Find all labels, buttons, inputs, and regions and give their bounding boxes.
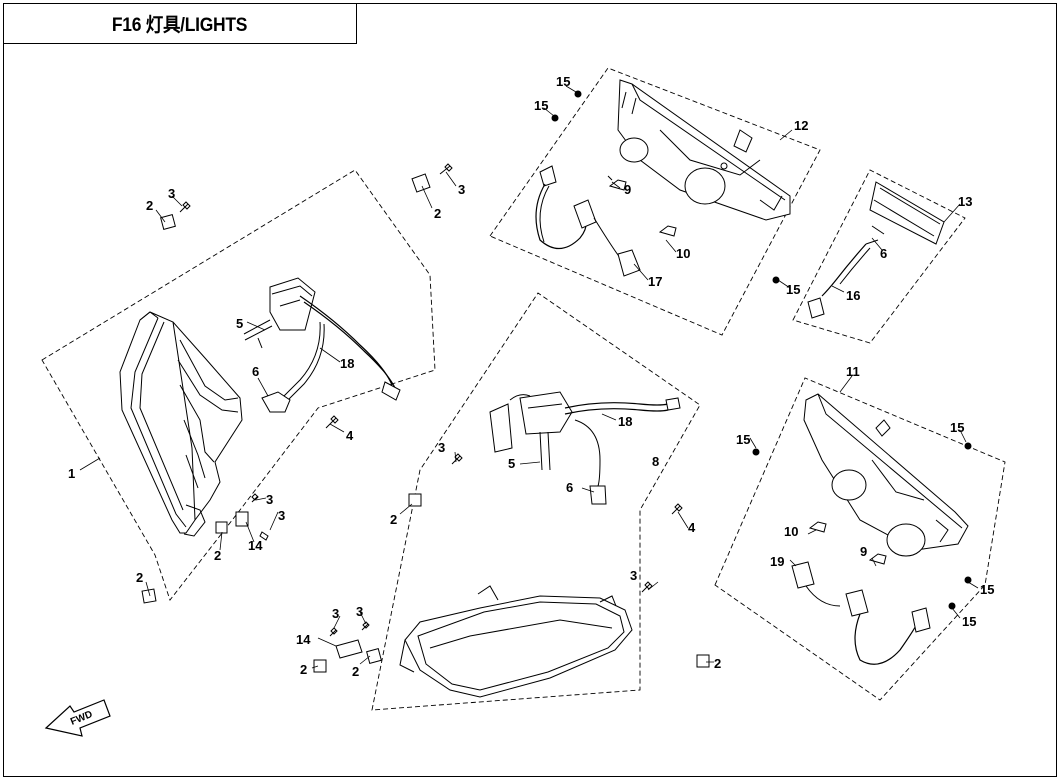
callout-18: 18 <box>340 356 354 371</box>
callout-2: 2 <box>136 570 143 585</box>
callout-19: 19 <box>770 554 784 569</box>
fasteners-right-headlight <box>313 453 710 673</box>
callout-17: 17 <box>648 274 662 289</box>
callout-6: 6 <box>566 480 573 495</box>
headlight-left-boundary <box>41 169 436 601</box>
callout-5: 5 <box>508 456 515 471</box>
callout-15: 15 <box>736 432 750 447</box>
callout-15: 15 <box>980 582 994 597</box>
rear-turn-fasteners <box>752 442 972 610</box>
callout-9: 9 <box>624 182 631 197</box>
callout-9: 9 <box>860 544 867 559</box>
rear-turn-light-assembly <box>803 393 969 557</box>
callout-14: 14 <box>296 632 311 647</box>
callout-4: 4 <box>688 520 696 535</box>
callout-4: 4 <box>346 428 354 443</box>
taillight-harness <box>535 165 641 277</box>
taillight-boundary <box>489 67 821 336</box>
taillight-assembly <box>607 79 791 237</box>
callout-3: 3 <box>630 568 637 583</box>
callout-3: 3 <box>278 508 285 523</box>
headlight-harness-left <box>243 277 401 413</box>
headlight-assembly-left <box>119 311 243 537</box>
headlight-right-boundary <box>371 292 701 711</box>
headlight-assembly-right <box>399 585 633 698</box>
callout-18: 18 <box>618 414 632 429</box>
callout-6: 6 <box>880 246 887 261</box>
drawing-frame <box>3 3 1057 777</box>
callout-10: 10 <box>676 246 690 261</box>
callout-2: 2 <box>300 662 307 677</box>
callout-12: 12 <box>794 118 808 133</box>
callout-3: 3 <box>332 606 339 621</box>
callout-3: 3 <box>266 492 273 507</box>
callout-10: 10 <box>784 524 798 539</box>
callout-15: 15 <box>962 614 976 629</box>
callout-11: 11 <box>846 364 860 379</box>
callout-15: 15 <box>950 420 964 435</box>
title-block: F16 灯具/LIGHTS <box>3 3 357 44</box>
leader-lines <box>79 85 979 669</box>
callout-3: 3 <box>458 182 465 197</box>
callout-3: 3 <box>356 604 363 619</box>
assembly-boundaries <box>41 67 1006 711</box>
headlight-harness-right <box>489 391 681 505</box>
rear-turn-light-boundary <box>714 377 1006 701</box>
plate-light-boundary <box>792 169 966 344</box>
callout-16: 16 <box>846 288 860 303</box>
callout-1: 1 <box>68 466 75 481</box>
callout-2: 2 <box>214 548 221 563</box>
callout-8: 8 <box>652 454 659 469</box>
fasteners-left <box>141 163 453 604</box>
callout-3: 3 <box>438 440 445 455</box>
callout-14: 14 <box>248 538 263 553</box>
callout-15: 15 <box>534 98 548 113</box>
rear-turn-light-harness <box>791 521 931 665</box>
diagram-title: F16 灯具/LIGHTS <box>111 14 248 36</box>
plate-light-assembly <box>807 181 945 319</box>
callout-15: 15 <box>786 282 800 297</box>
callout-2: 2 <box>390 512 397 527</box>
callout-labels: 1 2 3 2 3 5 6 18 4 3 3 14 2 2 15 15 12 9… <box>68 74 994 679</box>
taillight-fasteners <box>551 90 780 284</box>
callout-2: 2 <box>714 656 721 671</box>
callout-2: 2 <box>434 206 441 221</box>
callout-5: 5 <box>236 316 243 331</box>
callout-13: 13 <box>958 194 972 209</box>
callout-3: 3 <box>168 186 175 201</box>
callout-2: 2 <box>146 198 153 213</box>
callout-6: 6 <box>252 364 259 379</box>
fwd-arrow-icon: FWD <box>44 699 111 737</box>
callout-15: 15 <box>556 74 570 89</box>
callout-2: 2 <box>352 664 359 679</box>
